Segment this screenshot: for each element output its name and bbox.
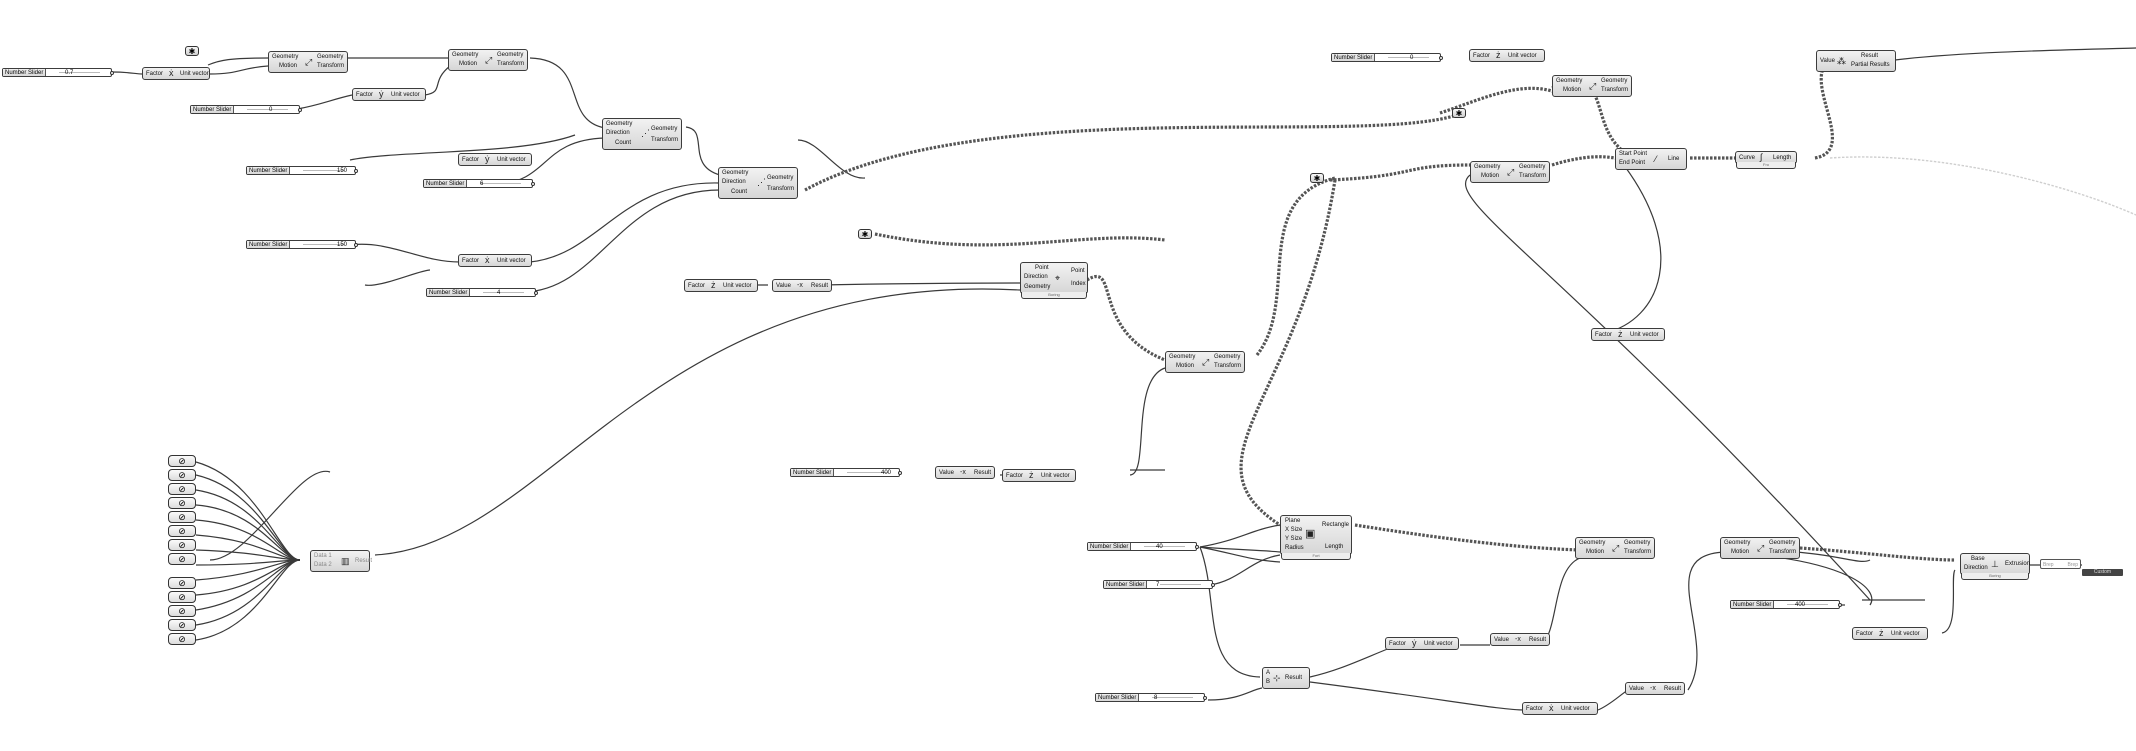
unit-vector-component[interactable]: Factor ẏ Unit vector bbox=[458, 153, 532, 166]
length-component[interactable]: Curve ∫ Length Fro bbox=[1735, 151, 1797, 169]
array-icon: ⋰ bbox=[757, 177, 766, 187]
vector-icon: ẋ bbox=[1549, 703, 1554, 713]
unit-vector-component[interactable]: Factor ż Unit vector bbox=[1852, 627, 1928, 640]
cluster-icon[interactable]: ⊘ bbox=[168, 539, 196, 551]
closest-point-icon: ⌖ bbox=[1055, 273, 1061, 283]
move-icon: ⤢ bbox=[305, 57, 313, 67]
partial-results-icon: ⁂ bbox=[1837, 56, 1846, 66]
vector-icon: ẏ bbox=[1412, 638, 1417, 648]
vector-icon: ż bbox=[1496, 50, 1501, 60]
unit-vector-component[interactable]: Factor ẋ Unit vector bbox=[142, 67, 210, 80]
negative-component[interactable]: Value -x Result bbox=[935, 466, 995, 479]
negative-icon: -x bbox=[960, 469, 966, 476]
cluster-icon[interactable]: ⊘ bbox=[168, 497, 196, 509]
cluster-icon[interactable]: ⊘ bbox=[168, 591, 196, 603]
linear-array-component[interactable]: Geometry Direction Count ⋰ Geometry Tran… bbox=[718, 167, 798, 199]
vector-icon: ż bbox=[1029, 470, 1034, 480]
unit-vector-component[interactable]: Factor ẋ Unit vector bbox=[458, 254, 532, 267]
move-component[interactable]: Geometry Motion ⤢ Geometry Transform bbox=[448, 49, 528, 71]
gear-toggle-icon[interactable]: ✱ bbox=[1310, 173, 1324, 183]
vector-icon: ẏ bbox=[379, 89, 384, 99]
linear-array-component[interactable]: Geometry Direction Count ⋰ Geometry Tran… bbox=[602, 118, 682, 150]
gear-toggle-icon[interactable]: ✱ bbox=[1452, 108, 1466, 118]
partial-results-component[interactable]: Value ⁂ Result Partial Results bbox=[1816, 50, 1896, 72]
unit-vector-component[interactable]: Factor ẋ Unit vector bbox=[1522, 702, 1598, 715]
cluster-icon[interactable]: ⊘ bbox=[168, 525, 196, 537]
move-component[interactable]: Geometry Motion ⤢ Geometry Transform bbox=[1552, 75, 1632, 97]
negative-icon: -x bbox=[797, 282, 803, 289]
addition-component[interactable]: A B ⊹ Result bbox=[1262, 667, 1310, 689]
vector-icon: ż bbox=[1879, 628, 1884, 638]
cluster-icon[interactable]: ⊘ bbox=[168, 553, 196, 565]
length-icon: ∫ bbox=[1760, 152, 1763, 162]
vector-icon: ẋ bbox=[169, 68, 174, 78]
cluster-icon[interactable]: ⊘ bbox=[168, 511, 196, 523]
negative-component[interactable]: Value -x Result bbox=[1490, 633, 1550, 646]
cluster-icon[interactable]: ⊘ bbox=[168, 619, 196, 631]
vector-icon: ẋ bbox=[485, 255, 490, 265]
gear-toggle-icon[interactable]: ✱ bbox=[858, 229, 872, 239]
move-component[interactable]: Geometry Motion ⤢ Geometry Transform bbox=[1575, 537, 1655, 559]
move-icon: ⤢ bbox=[1202, 357, 1210, 367]
move-component[interactable]: Geometry Motion ⤢ Geometry Transform bbox=[1720, 537, 1800, 559]
custom-preview[interactable]: Custom bbox=[2082, 569, 2123, 576]
merge-icon: ▥ bbox=[341, 556, 350, 566]
unit-vector-component[interactable]: Factor ẏ Unit vector bbox=[1385, 637, 1459, 650]
negative-component[interactable]: Value -x Result bbox=[772, 279, 832, 292]
rectangle-icon: ▣ bbox=[1305, 528, 1316, 540]
unit-vector-component[interactable]: Factor ż Unit vector bbox=[1591, 328, 1665, 341]
move-icon: ⤢ bbox=[485, 55, 493, 65]
line-component[interactable]: Start Point End Point ⁄ Line bbox=[1615, 148, 1687, 170]
cluster-icon[interactable]: ⊘ bbox=[168, 605, 196, 617]
move-icon: ⤢ bbox=[1757, 543, 1765, 553]
unit-vector-component[interactable]: Factor ẏ Unit vector bbox=[352, 88, 426, 101]
move-icon: ⤢ bbox=[1589, 81, 1597, 91]
negative-icon: -x bbox=[1515, 636, 1521, 643]
negative-icon: -x bbox=[1650, 685, 1656, 692]
extrusion-component[interactable]: Base Direction ⊥ Extrusion Boring bbox=[1960, 553, 2030, 580]
rectangle-component[interactable]: Plane X Size Y Size Radius ▣ Rectangle L… bbox=[1280, 515, 1352, 560]
unit-vector-component[interactable]: Factor ż Unit vector bbox=[684, 279, 758, 292]
cluster-icon[interactable]: ⊘ bbox=[168, 577, 196, 589]
unit-vector-component[interactable]: Factor ż Unit vector bbox=[1469, 49, 1545, 62]
gear-toggle-icon[interactable]: ✱ bbox=[185, 46, 199, 56]
cluster-icon[interactable]: ⊘ bbox=[168, 633, 196, 645]
cluster-icon[interactable]: ⊘ bbox=[168, 469, 196, 481]
cluster-icon[interactable]: ⊘ bbox=[168, 483, 196, 495]
closest-point-component[interactable]: Point Direction Geometry ⌖ Point Index B… bbox=[1020, 262, 1088, 299]
vector-icon: ẏ bbox=[485, 154, 490, 164]
addition-icon: ⊹ bbox=[1273, 673, 1281, 683]
vector-icon: ż bbox=[1618, 329, 1623, 339]
merge-component[interactable]: Data 1 Data 2 ▥ Result bbox=[310, 550, 372, 572]
cluster-icon[interactable]: ⊘ bbox=[168, 455, 196, 467]
array-icon: ⋰ bbox=[641, 128, 650, 138]
move-component[interactable]: Geometry Motion ⤢ Geometry Transform bbox=[1165, 351, 1245, 373]
move-component[interactable]: Geometry Motion ⤢ Geometry Transform bbox=[268, 51, 348, 73]
line-icon: ⁄ bbox=[1655, 154, 1657, 164]
move-component[interactable]: Geometry Motion ⤢ Geometry Transform bbox=[1470, 161, 1550, 183]
unit-vector-component[interactable]: Factor ż Unit vector bbox=[1002, 469, 1076, 482]
negative-component[interactable]: Value -x Result bbox=[1625, 682, 1685, 695]
vector-icon: ż bbox=[711, 280, 716, 290]
move-icon: ⤢ bbox=[1507, 167, 1515, 177]
move-icon: ⤢ bbox=[1612, 543, 1620, 553]
extrusion-icon: ⊥ bbox=[1991, 559, 1999, 569]
data-panel[interactable]: Brep Brep bbox=[2040, 559, 2081, 569]
